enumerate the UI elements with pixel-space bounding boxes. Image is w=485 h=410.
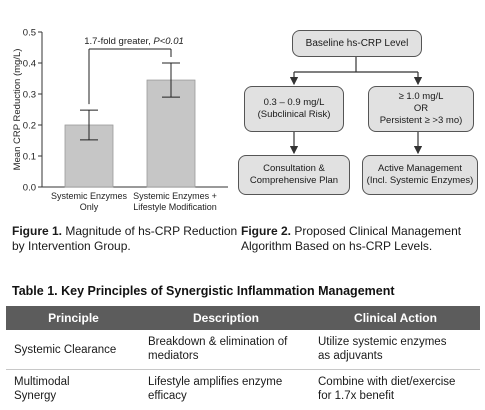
table-cell-clinical-action: Combine with diet/exercise for 1.7x bene… bbox=[318, 375, 455, 403]
table-row: Systemic Clearance Breakdown & eliminati… bbox=[6, 330, 480, 368]
table-cell-description: Breakdown & elimination of mediators bbox=[148, 335, 287, 363]
category-label: Lifestyle Modification bbox=[133, 202, 217, 212]
flow-node-root: Baseline hs-CRP Level bbox=[292, 30, 422, 57]
category-label: Only bbox=[80, 202, 99, 212]
figure-2-caption-text: Proposed Clinical Management Algorithm B… bbox=[241, 224, 462, 253]
y-tick-label: 0.1 bbox=[23, 152, 36, 163]
cell-line: as adjuvants bbox=[318, 350, 383, 362]
left-branch-line-1: 0.3 – 0.9 mg/L bbox=[263, 97, 325, 108]
category-label: Systemic Enzymes bbox=[51, 191, 128, 201]
right-branch-line-2: OR bbox=[413, 103, 429, 114]
figure-1-caption: Figure 1. Magnitude of hs-CRP Reduction … bbox=[12, 224, 238, 254]
cell-line: efficacy bbox=[148, 390, 187, 402]
category-label: Systemic Enzymes + bbox=[133, 191, 217, 201]
flowchart-connectors bbox=[289, 57, 423, 155]
y-tick-label: 0.2 bbox=[23, 121, 36, 132]
right-outcome-line-1: Active Management bbox=[378, 163, 462, 174]
bar bbox=[146, 79, 196, 188]
figure-1-caption-text: Magnitude of hs-CRP Reduction by Interve… bbox=[12, 224, 238, 253]
cell-line: Lifestyle amplifies enzyme bbox=[148, 376, 283, 388]
right-outcome-line-2: (Incl. Systemic Enzymes) bbox=[366, 175, 474, 186]
left-outcome-line-1: Consultation & bbox=[263, 163, 325, 174]
cell-line: Breakdown & elimination of bbox=[148, 336, 288, 348]
y-tick-label: 0.3 bbox=[23, 90, 36, 101]
left-branch-line-2: (Subclinical Risk) bbox=[257, 109, 331, 120]
y-axis-label: Mean CRP Reduction (mg/L) bbox=[12, 49, 23, 171]
y-tick-label: 0.5 bbox=[23, 28, 36, 39]
table-cell-principle: Systemic Clearance bbox=[14, 344, 117, 356]
table-header-principle: Principle bbox=[48, 311, 99, 325]
cell-line: Synergy bbox=[14, 390, 57, 402]
significance-annotation: 1.7-fold greater, P<0.01 bbox=[84, 36, 184, 47]
table-cell-clinical-action: Utilize systemic enzymes as adjuvants bbox=[318, 335, 446, 363]
cell-line: Multimodal bbox=[14, 376, 70, 388]
figure-2-caption: Figure 2. Proposed Clinical Management A… bbox=[241, 224, 481, 254]
table-row: Multimodal Synergy Lifestyle amplifies e… bbox=[6, 370, 480, 408]
right-branch-line-3: Persistent ≥ >3 mo) bbox=[379, 115, 463, 126]
y-tick-label: 0.0 bbox=[23, 183, 36, 194]
table-header-description: Description bbox=[192, 311, 259, 325]
table-row-divider bbox=[6, 369, 480, 370]
cell-line: for 1.7x benefit bbox=[318, 390, 395, 402]
table-cell-principle: Multimodal Synergy bbox=[14, 375, 70, 403]
cell-line: Combine with diet/exercise bbox=[318, 376, 456, 388]
cell-line: Utilize systemic enzymes bbox=[318, 336, 447, 348]
table-header-row: Principle Description Clinical Action bbox=[6, 306, 480, 330]
flow-node-right-outcome: Active Management (Incl. Systemic Enzyme… bbox=[362, 155, 478, 195]
left-outcome-line-2: Comprehensive Plan bbox=[249, 175, 339, 186]
right-branch-line-1: ≥ 1.0 mg/L bbox=[398, 91, 444, 102]
figure-2-flowchart: Baseline hs-CRP Level 0.3 – 0.9 mg/L (Su… bbox=[232, 0, 485, 215]
flow-node-right-branch: ≥ 1.0 mg/L OR Persistent ≥ >3 mo) bbox=[368, 86, 474, 132]
figure-1-caption-label: Figure 1. bbox=[12, 224, 63, 238]
table-cell-description: Lifestyle amplifies enzyme efficacy bbox=[148, 375, 282, 403]
table-header-clinical-action: Clinical Action bbox=[354, 311, 437, 325]
flow-node-left-outcome: Consultation & Comprehensive Plan bbox=[238, 155, 350, 195]
flow-node-left-branch: 0.3 – 0.9 mg/L (Subclinical Risk) bbox=[244, 86, 344, 132]
flow-node-root-label: Baseline hs-CRP Level bbox=[305, 37, 409, 49]
cell-line: mediators bbox=[148, 350, 199, 362]
figure-2-caption-label: Figure 2. bbox=[241, 224, 292, 238]
table-1-title: Table 1. Key Principles of Synergistic I… bbox=[12, 284, 395, 298]
y-tick-label: 0.4 bbox=[23, 59, 36, 70]
